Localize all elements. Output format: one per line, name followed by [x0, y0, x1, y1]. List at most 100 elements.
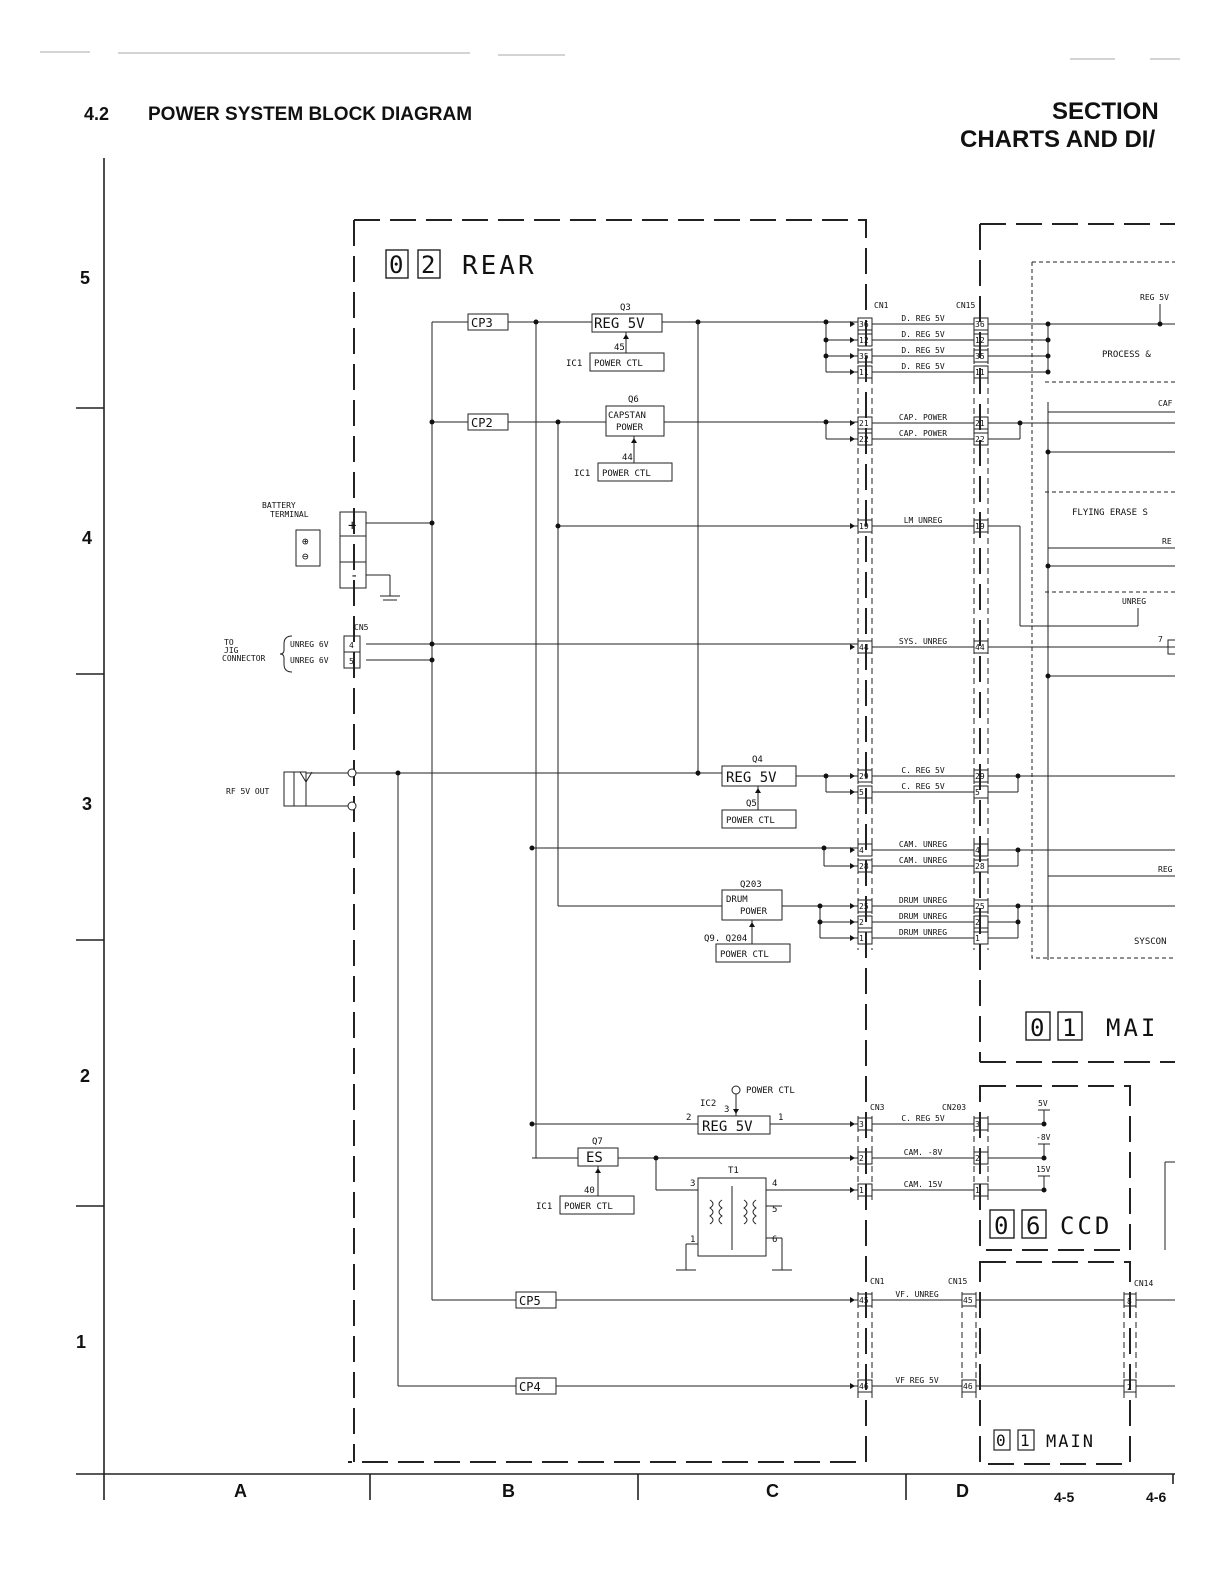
rear-board-title: 0 2 REAR: [385, 249, 537, 281]
cn5-label: CN5: [354, 623, 369, 632]
connector-pin-right: 12: [975, 336, 985, 345]
drum-label-2: POWER: [740, 907, 768, 917]
jig-to-label: TO: [224, 638, 234, 647]
connector-pin-left: 25: [859, 902, 869, 911]
reg5v-q3-label: REG 5V: [594, 316, 645, 332]
reg5v-ic2-label: REG 5V: [702, 1119, 753, 1135]
cn5-pin4: 4: [349, 641, 354, 650]
connector-pin-right: 35: [975, 352, 985, 361]
ic1-b-label: IC1: [574, 469, 590, 479]
row-label-2: 2: [80, 1066, 90, 1086]
signal-label: D. REG 5V: [901, 362, 945, 371]
reg5v-q4-label: REG 5V: [726, 770, 777, 786]
capstan-label-1: CAPSTAN: [608, 411, 646, 421]
ic2-pin3-label: 3: [724, 1105, 729, 1115]
cn14-label: CN14: [1134, 1279, 1153, 1288]
rear-board-num2: 2: [421, 251, 435, 279]
connector-pin-right: 29: [975, 772, 985, 781]
ic2-pin1-label: 1: [778, 1113, 783, 1123]
q9-q204-label: Q9. Q204: [704, 934, 747, 944]
cn3-label: CN3: [870, 1103, 885, 1112]
connector-pin-right: 4: [975, 846, 980, 855]
cn14-pin8: 8: [1127, 1297, 1132, 1306]
connector-pin-right: 11: [975, 368, 985, 377]
ic2-pin2-label: 2: [686, 1113, 691, 1123]
connector-pin-right: 3: [975, 1120, 980, 1129]
connector-pin-right: 22: [975, 435, 985, 444]
connector-pin-right: 2: [975, 918, 980, 927]
section-number: 4.2: [84, 104, 110, 124]
ccd-15v-label: 15V: [1036, 1165, 1051, 1174]
unreg-right-label: UNREG: [1122, 597, 1146, 606]
connector-pin-left: 2: [859, 1154, 864, 1163]
q5-label: Q5: [746, 799, 757, 809]
section-title: POWER SYSTEM BLOCK DIAGRAM: [148, 104, 473, 125]
connector-pin-right: 5: [975, 788, 980, 797]
connector-pin-left: 19: [859, 522, 869, 531]
ccd-m8v-label: -8V: [1036, 1133, 1051, 1142]
rear-board-name: REAR: [462, 251, 537, 281]
connector-pin-left: 4: [859, 846, 864, 855]
battery-terminal-icon: ⊕ ⊖: [302, 535, 309, 563]
row-label-5: 5: [80, 268, 90, 288]
ccd-board-name: CCD: [1060, 1212, 1112, 1240]
cp2-label: CP2: [471, 416, 493, 430]
connector-pin-right: 25: [975, 902, 985, 911]
page-number-left: 4-5: [1054, 1489, 1074, 1505]
svg-text:⊕: ⊕: [302, 535, 309, 548]
ic2-label: IC2: [700, 1099, 716, 1109]
signal-label: DRUM UNREG: [899, 928, 947, 937]
cp5-label: CP5: [519, 1294, 541, 1308]
main-board-name: MAI: [1106, 1014, 1158, 1042]
connector-pin-left: 11: [859, 368, 869, 377]
re-label: RE: [1162, 537, 1172, 546]
q7-label: Q7: [592, 1137, 603, 1147]
signal-label: VF REG 5V: [895, 1376, 939, 1385]
t1-pin6: 6: [772, 1235, 777, 1245]
col-label-c: C: [766, 1481, 779, 1501]
main-bottom-num2: 1: [1020, 1431, 1030, 1450]
power-ctl-d-label: POWER CTL: [720, 950, 769, 960]
q6-label: Q6: [628, 395, 639, 405]
connector-pin-left: 35: [859, 352, 869, 361]
q203-label: Q203: [740, 880, 762, 890]
connector-pin-right: 2: [975, 1154, 980, 1163]
ic1-a-label: IC1: [566, 359, 582, 369]
power-ctl-label: POWER CTL: [746, 1086, 795, 1096]
unreg6v-b-label: UNREG 6V: [290, 656, 329, 665]
cap-label: CAF: [1158, 399, 1173, 408]
signal-label: CAM. UNREG: [899, 856, 947, 865]
rf-out-label: RF 5V OUT: [226, 787, 270, 796]
connector-pin-left: 28: [859, 862, 869, 871]
charts-heading: CHARTS AND DI/: [960, 126, 1156, 153]
battery-label-1: BATTERY: [262, 501, 296, 510]
connector-pin-left: 2: [859, 918, 864, 927]
process-label: PROCESS &: [1102, 350, 1151, 360]
connector-pin-left: 45: [859, 1296, 869, 1305]
connector-pin-right: 21: [975, 419, 985, 428]
pin44-label: 44: [622, 453, 633, 463]
connector-pin-right: 44: [975, 643, 985, 652]
es-label: ES: [586, 1150, 603, 1166]
signal-label: C. REG 5V: [901, 1114, 945, 1123]
signal-label: D. REG 5V: [901, 314, 945, 323]
signal-label: LM UNREG: [904, 516, 943, 525]
connector-pin-left: 44: [859, 643, 869, 652]
row-label-1: 1: [76, 1332, 86, 1352]
t1-pin3: 3: [690, 1179, 695, 1189]
connector-pin-left: 46: [859, 1382, 869, 1391]
connector-pin-right: 45: [963, 1296, 973, 1305]
reg5v-right-label: REG 5V: [1140, 293, 1169, 302]
main-bottom-num1: 0: [996, 1431, 1006, 1450]
connector-pin-left: 1: [859, 934, 864, 943]
rear-board-num1: 0: [389, 251, 403, 279]
cn5-pin5: 5: [349, 657, 354, 666]
t1-pin5: 5: [772, 1205, 777, 1215]
connector-pin-right: 19: [975, 522, 985, 531]
row-label-3: 3: [82, 794, 92, 814]
row-label-4: 4: [82, 528, 92, 548]
ccd-board-num2: 6: [1026, 1212, 1040, 1240]
power-ctl-b-label: POWER CTL: [602, 469, 651, 479]
connector-pin-right: 1: [975, 1186, 980, 1195]
